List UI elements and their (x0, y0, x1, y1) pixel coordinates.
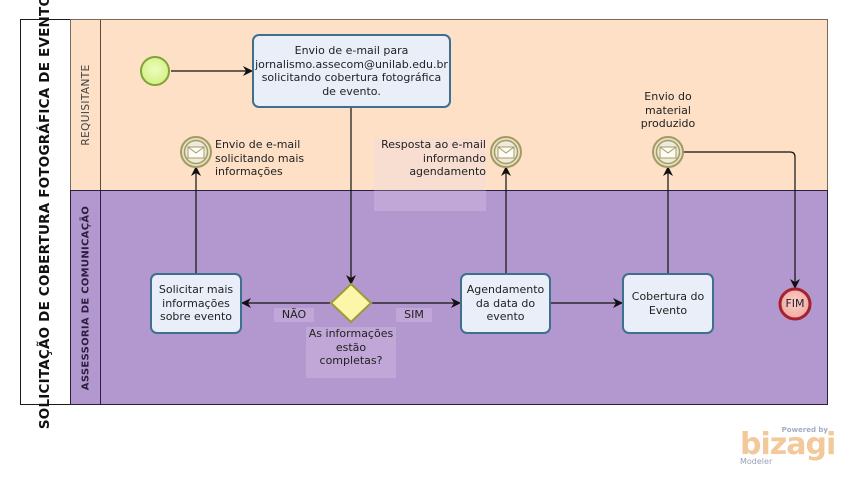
message-event-resposta[interactable] (490, 136, 522, 168)
gateway-no-label: NÃO (274, 308, 314, 322)
modeler-text: Modeler (740, 457, 773, 466)
message-event-solicitar[interactable] (180, 136, 212, 168)
label-msg-resposta: Resposta ao e-mail informando agendament… (374, 138, 486, 211)
envelope-icon (659, 146, 677, 159)
flow-msg-to-end[interactable] (683, 151, 800, 289)
gateway-yes-label: SIM (396, 308, 432, 322)
powered-by-text: Powered by (781, 426, 828, 434)
exclusive-gateway[interactable] (329, 282, 373, 324)
task-envio-email[interactable]: Envio de e-mail para jornalismo.assecom@… (252, 34, 451, 108)
task-agendamento[interactable]: Agendamento da data do evento (460, 273, 551, 334)
envelope-icon (497, 146, 515, 159)
start-event[interactable] (140, 56, 170, 86)
message-event-material[interactable] (652, 136, 684, 168)
task-solicitar-info[interactable]: Solicitar mais informações sobre evento (150, 273, 242, 334)
label-msg-material: Envio do material produzido (640, 90, 696, 130)
bizagi-logo: Powered by bizagi Modeler (738, 426, 836, 468)
task-cobertura[interactable]: Cobertura do Evento (622, 273, 714, 334)
label-msg-solicitar: Envio de e-mail solicitando mais informa… (215, 138, 305, 178)
bizagi-wordmark: bizagi (740, 427, 836, 462)
end-event-label: FIM (785, 297, 805, 310)
lane-header-assessoria: ASSESSORIA DE COMUNICAÇÃO (71, 191, 101, 404)
envelope-icon (187, 146, 205, 159)
end-event[interactable] (778, 287, 812, 321)
lane-header-requisitante: REQUISITANTE (71, 20, 101, 190)
gateway-label: As informações estão completas? (306, 327, 396, 378)
